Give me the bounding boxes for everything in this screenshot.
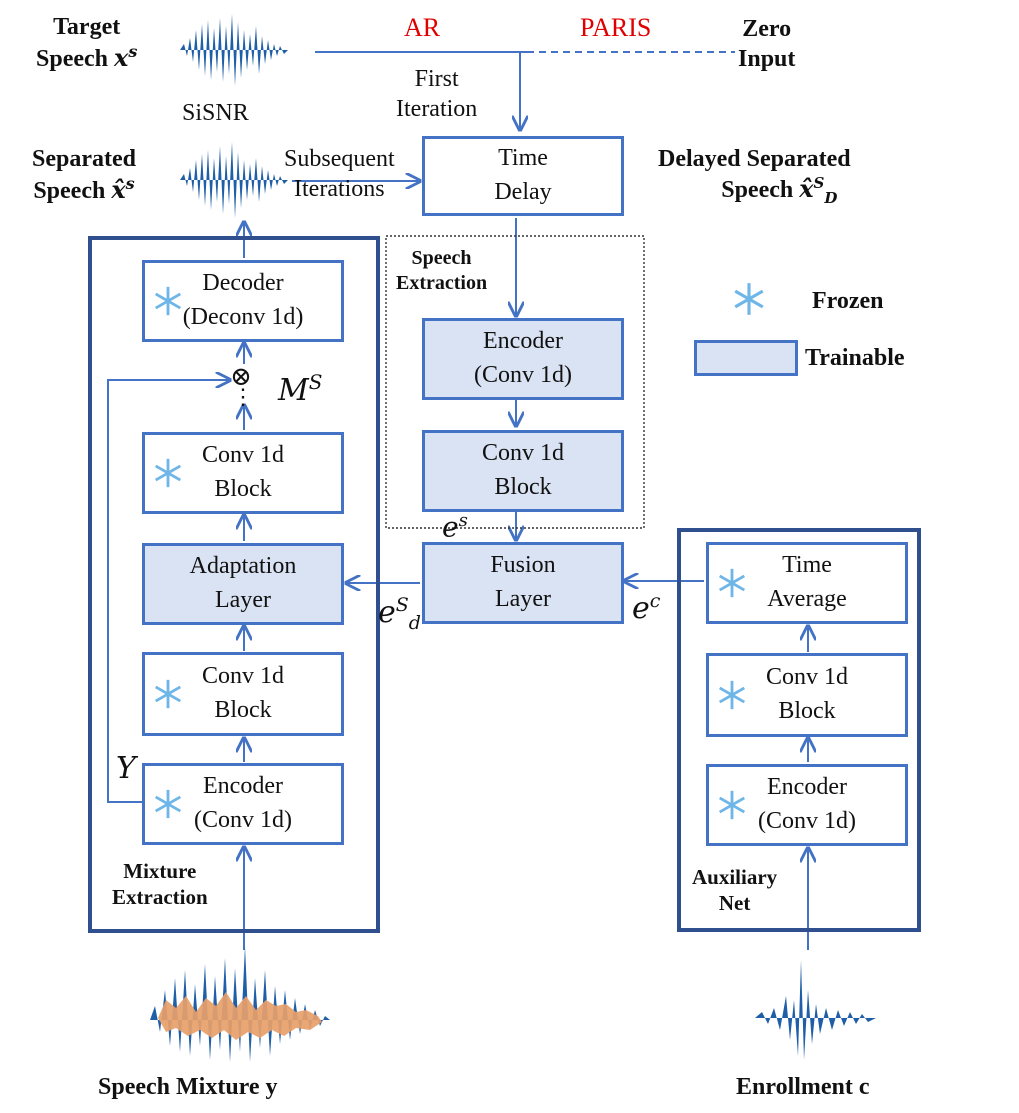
snowflake-icon	[154, 789, 182, 819]
ar-label: AR	[404, 13, 441, 42]
target-speech-label: Target Speech xs	[36, 14, 138, 72]
speech-mixture-label: Speech Mixture y	[98, 1074, 278, 1100]
speech-extraction-box	[385, 235, 645, 529]
speech-encoder-block: Encoder(Conv 1d)	[422, 318, 624, 400]
mixture-encoder-block: Encoder(Conv 1d)	[142, 763, 344, 845]
enrollment-waveform-icon	[755, 960, 876, 1060]
separated-speech-waveform-icon	[180, 142, 288, 218]
speech-extraction-label: Speech Extraction	[396, 247, 488, 294]
subsequent-iterations-label: Subsequent Iterations	[284, 146, 395, 202]
mixture-extraction-label: Mixture Extraction	[112, 859, 208, 910]
enrollment-label: Enrollment c	[736, 1074, 870, 1100]
paris-label: PARIS	[580, 13, 652, 42]
decoder-block: Decoder(Deconv 1d)	[142, 260, 344, 342]
delayed-separated-speech-label: Delayed Separated Speech x̂SD	[658, 146, 851, 207]
y-symbol: Y	[116, 751, 136, 786]
snowflake-icon	[718, 568, 746, 598]
mask-symbol: MS	[278, 370, 323, 408]
speech-mixture-waveform-icon	[150, 946, 330, 1062]
snowflake-icon	[154, 286, 182, 316]
auxiliary-net-container	[677, 528, 921, 932]
auxiliary-net-label: Auxiliary Net	[692, 865, 778, 916]
snowflake-icon	[718, 790, 746, 820]
ellipsis-symbol: ⋮	[232, 384, 254, 409]
snowflake-icon	[734, 283, 764, 315]
aux-encoder-block: Encoder(Conv 1d)	[706, 764, 908, 846]
separated-speech-label: Separated Speech x̂s	[32, 146, 136, 204]
legend-frozen-label: Frozen	[812, 288, 884, 314]
legend-trainable-swatch	[694, 340, 798, 376]
snowflake-icon	[154, 458, 182, 488]
multiply-symbol: ⊗	[230, 362, 252, 391]
target-speech-waveform-icon	[180, 14, 288, 86]
mixture-extraction-container	[88, 236, 380, 933]
es-symbol: es	[442, 510, 468, 544]
sisnr-label: SiSNR	[182, 100, 249, 126]
zero-input-label: Zero Input	[738, 16, 796, 72]
snowflake-icon	[154, 679, 182, 709]
snowflake-icon	[718, 680, 746, 710]
first-iteration-label: First Iteration	[396, 66, 478, 122]
eds-symbol: eSd	[378, 594, 421, 634]
skip-connection	[107, 380, 230, 803]
ec-symbol: ec	[632, 590, 661, 626]
legend-trainable-label: Trainable	[805, 345, 905, 371]
